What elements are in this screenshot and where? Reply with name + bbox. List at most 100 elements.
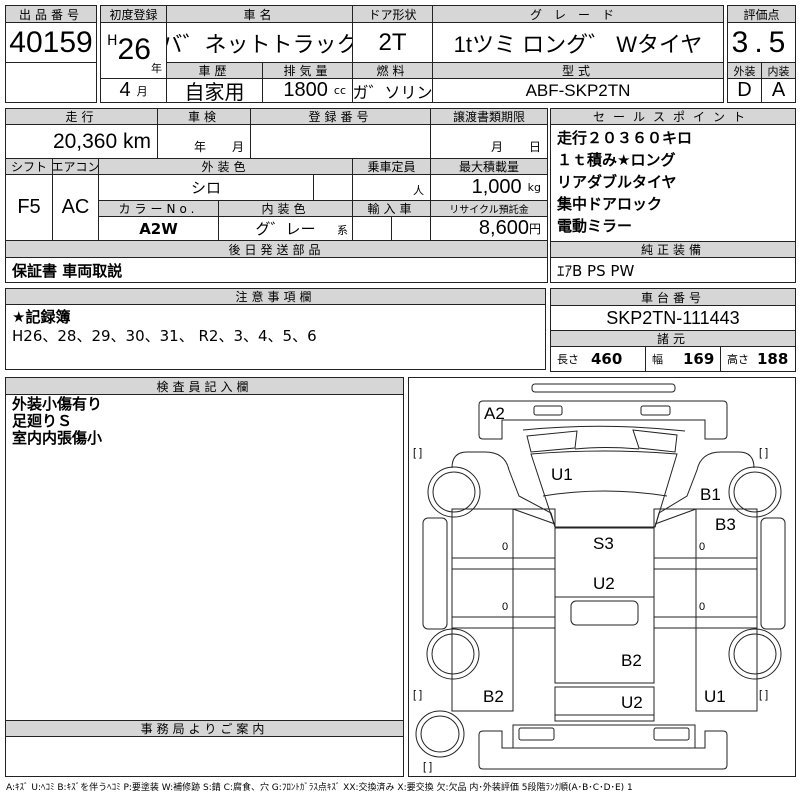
bracket-mark: [ ] [759, 689, 768, 701]
transfer-day-unit: 日 [528, 140, 541, 154]
damage-mark: B1 [700, 485, 721, 504]
equipment: ｴｱB PS PW [550, 257, 796, 283]
spec-height: 高さ 188 [720, 346, 796, 372]
car-name: バ゛ネットトラック [166, 22, 353, 63]
zero-mark: 0 [699, 601, 705, 613]
bracket-mark: [ ] [413, 689, 422, 701]
reg-month: 4 [119, 79, 131, 101]
windshield [522, 425, 686, 528]
shift: F5 [5, 174, 53, 241]
capacity-unit: 人 [352, 174, 431, 201]
lot-label: 出品番号 [5, 5, 97, 23]
max-load: 1,000 kg [430, 174, 548, 201]
displacement: 1800 cc [262, 78, 353, 103]
ext-grade: D [727, 78, 762, 103]
lot-number: 40159 [5, 22, 97, 63]
front-bumper [478, 400, 728, 440]
specs-label: 諸元 [550, 330, 796, 347]
era: H [107, 33, 118, 49]
reg-number-label: 登録番号 [250, 108, 431, 125]
inspector-line: 足廻りＳ [12, 412, 73, 430]
car-name-label: 車名 [166, 5, 353, 23]
note-line: ★記録簿 [12, 308, 71, 326]
sales-point: 電動ミラー [557, 217, 633, 235]
bracket-mark: [ ] [423, 761, 432, 773]
sales-point: 集中ドアロック [557, 195, 663, 213]
notes-label: 注意事項欄 [5, 288, 546, 305]
grade-label: グレード [432, 5, 724, 23]
int-color-value: グ゛レー [255, 220, 316, 238]
ext-grade-label: 外装 [727, 62, 762, 79]
transfer-date: 月 日 [430, 124, 548, 159]
bracket-mark: [ ] [759, 447, 768, 459]
int-grade: A [761, 78, 796, 103]
width-value: 169 [683, 350, 715, 368]
notes: ★記録簿 H26、28、29、30、31、 R2、3、4、5、6 [5, 304, 546, 370]
max-load-value: 1,000 [471, 176, 522, 198]
recycle-unit: 円 [528, 222, 541, 236]
sales-point: １ｔ積み★ロング [557, 151, 676, 169]
ac: AC [52, 174, 99, 241]
lot-blank [5, 62, 97, 103]
import-label: 輸入車 [352, 200, 431, 217]
damage-mark: U1 [551, 465, 573, 484]
length-label: 長さ [557, 353, 579, 366]
transfer-month-unit: 月 [490, 140, 503, 154]
shift-label: シフト [5, 158, 53, 175]
cab-right [654, 451, 755, 528]
mileage: 20,360 km [5, 124, 158, 159]
inspector-notes: 外装小傷有り 足廻りＳ 室内内張傷小 [5, 394, 404, 721]
right-door [760, 517, 786, 630]
month-unit: 月 [136, 84, 148, 98]
damage-mark: U2 [621, 693, 643, 712]
office-label: 事務局よりご案内 [5, 720, 404, 737]
height-value: 188 [757, 350, 789, 368]
recycle-value: 8,600 [478, 217, 529, 239]
ext-color-label: 外装色 [98, 158, 353, 175]
sales-point: 走行２０３６０キロ [557, 129, 693, 147]
inspection-label: 車検 [157, 108, 251, 125]
model-code: ABF-SKP2TN [432, 78, 724, 103]
inspector-line: 外装小傷有り [12, 395, 103, 413]
left-rear-panel [451, 627, 514, 712]
equipment-label: 純正装備 [550, 241, 796, 258]
damage-mark: A2 [484, 404, 505, 423]
int-grade-label: 内装 [761, 62, 796, 79]
wheels [415, 466, 782, 758]
sales-points-label: セールスポイント [550, 108, 796, 125]
score-label: 評価点 [727, 5, 796, 23]
damage-mark: S3 [593, 534, 614, 553]
cab-left [451, 451, 556, 528]
max-load-unit: kg [527, 181, 541, 194]
inspector-label: 検査員記入欄 [5, 377, 404, 395]
damage-mark: B2 [621, 651, 642, 670]
reg-number [250, 124, 431, 159]
fuel-label: 燃料 [352, 62, 433, 79]
first-reg-year: H 26 年 [100, 22, 167, 79]
right-rear-panel [695, 627, 758, 712]
note-line: H26、28、29、30、31、 R2、3、4、5、6 [12, 327, 317, 345]
grade: 1tツミ ロング゛ Wタイヤ [432, 22, 724, 63]
chassis-number: SKP2TN-111443 [550, 305, 796, 331]
office-notes [5, 736, 404, 777]
tail-panel [512, 724, 696, 749]
spec-width: 幅 169 [645, 346, 721, 372]
door-label: ドア形状 [352, 5, 433, 23]
year-unit: 年 [151, 62, 162, 75]
tail-lamp-right [653, 727, 690, 741]
sales-points: 走行２０３６０キロ １ｔ積み★ロング リアダブルタイヤ 集中ドアロック 電動ミラ… [550, 124, 796, 242]
tail-lamp-left [518, 727, 555, 741]
bracket-mark: [ ] [413, 447, 422, 459]
ac-label: エアコン [52, 158, 99, 175]
inspector-line: 室内内張傷小 [12, 429, 103, 447]
inspection-date: 年 月 [157, 124, 251, 159]
model-label: 型式 [432, 62, 724, 79]
spec-length: 長さ 460 [550, 346, 646, 372]
front-lamp-left [533, 405, 563, 416]
displacement-value: 1800 [283, 79, 328, 101]
legend: A:ｷｽﾞ U:ﾍｺﾐ B:ｷｽﾞを伴うﾍｺﾐ P:要塗装 W:補修跡 S:錆 … [6, 783, 633, 793]
recycle-label: リサイクル預託金 [430, 200, 548, 217]
damage-mark: U2 [593, 574, 615, 593]
displacement-label: 排気量 [262, 62, 353, 79]
history-label: 車歴 [166, 62, 263, 79]
